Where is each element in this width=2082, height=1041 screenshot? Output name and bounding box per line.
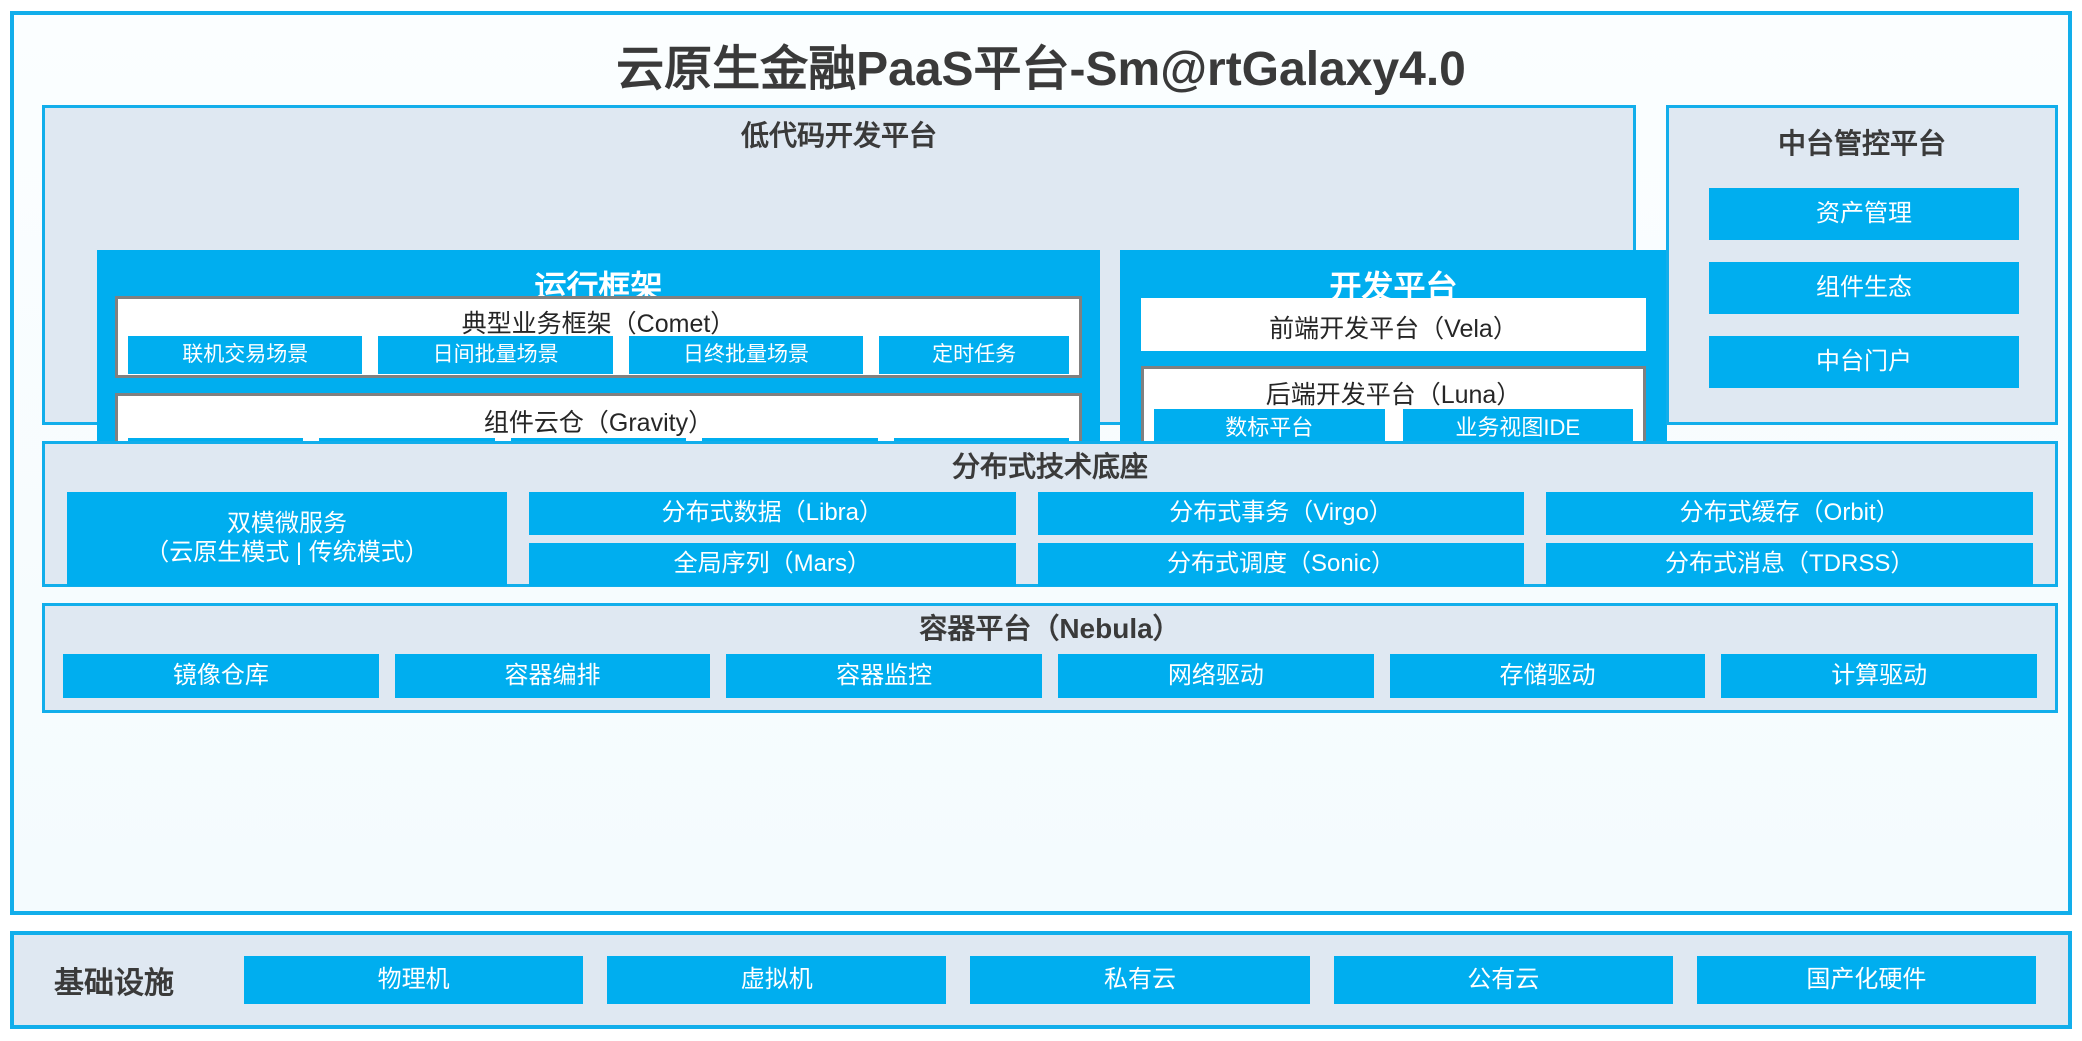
microservice-cell-wrapper: 双模微服务 （云原生模式 | 传统模式） — [67, 492, 507, 586]
infrastructure-item-2[interactable]: 私有云 — [970, 956, 1310, 1004]
comet-item-0[interactable]: 联机交易场景 — [128, 336, 363, 374]
dist-item-sonic[interactable]: 分布式调度（Sonic） — [1037, 543, 1525, 586]
distributed-base-column-2: 分布式缓存（Orbit） 分布式消息（TDRSS） — [1546, 492, 2034, 586]
gravity-title: 组件云仓（Gravity） — [483, 409, 714, 437]
mid-platform-panel: 中台管控平台 资产管理 组件生态 中台门户 — [1666, 105, 2058, 425]
luna-item-luna-web-line1: 数标平台 — [1225, 414, 1314, 440]
dist-item-orbit[interactable]: 分布式缓存（Orbit） — [1546, 492, 2034, 535]
distributed-base-content: 双模微服务 （云原生模式 | 传统模式） 分布式数据（Libra） 全局序列（M… — [67, 492, 2034, 586]
comet-item-3[interactable]: 定时任务 — [879, 336, 1069, 374]
container-platform-item-row: 镜像仓库 容器编排 容器监控 网络驱动 存储驱动 计算驱动 — [63, 654, 2038, 698]
mid-platform-item-stack: 资产管理 组件生态 中台门户 — [1709, 188, 2019, 388]
mid-platform-item-1[interactable]: 组件生态 — [1709, 262, 2019, 314]
microservice-line2: （云原生模式 | 传统模式） — [145, 539, 429, 566]
distributed-base-title: 分布式技术底座 — [951, 451, 1148, 482]
low-code-platform-panel: 低代码开发平台 运行框架 典型业务框架（Comet） 联机交易场景 日间批量场景… — [42, 105, 1667, 500]
comet-card: 典型业务框架（Comet） 联机交易场景 日间批量场景 日终批量场景 定时任务 — [115, 296, 1082, 378]
infrastructure-item-0[interactable]: 物理机 — [244, 956, 584, 1004]
infrastructure-label: 基础设施 — [54, 967, 174, 1000]
low-code-platform-title: 低代码开发平台 — [740, 120, 937, 151]
container-item-1[interactable]: 容器编排 — [394, 654, 711, 698]
container-item-5[interactable]: 计算驱动 — [1721, 654, 2038, 698]
container-item-0[interactable]: 镜像仓库 — [63, 654, 379, 698]
comet-item-1[interactable]: 日间批量场景 — [378, 336, 613, 374]
distributed-base-column-0: 分布式数据（Libra） 全局序列（Mars） — [529, 492, 1016, 586]
dist-item-virgo[interactable]: 分布式事务（Virgo） — [1037, 492, 1525, 535]
dist-item-mars[interactable]: 全局序列（Mars） — [529, 543, 1016, 586]
microservice-line1: 双模微服务 — [227, 510, 347, 538]
container-item-2[interactable]: 容器监控 — [726, 654, 1043, 698]
distributed-base-panel: 分布式技术底座 双模微服务 （云原生模式 | 传统模式） 分布式数据（Libra… — [42, 441, 2058, 587]
container-item-3[interactable]: 网络驱动 — [1058, 654, 1374, 698]
mid-platform-item-2[interactable]: 中台门户 — [1709, 336, 2019, 388]
vela-card[interactable]: 前端开发平台（Vela） — [1141, 298, 1646, 351]
mid-platform-title: 中台管控平台 — [1777, 128, 1946, 159]
container-platform-panel: 容器平台（Nebula） 镜像仓库 容器编排 容器监控 网络驱动 存储驱动 计算… — [42, 603, 2058, 713]
container-item-4[interactable]: 存储驱动 — [1389, 654, 1706, 698]
dist-item-libra[interactable]: 分布式数据（Libra） — [529, 492, 1016, 535]
infrastructure-item-4[interactable]: 国产化硬件 — [1696, 956, 2037, 1004]
comet-title: 典型业务框架（Comet） — [461, 310, 736, 338]
infrastructure-panel: 基础设施 物理机 虚拟机 私有云 公有云 国产化硬件 — [10, 931, 2072, 1029]
comet-item-2[interactable]: 日终批量场景 — [628, 336, 864, 374]
infrastructure-item-1[interactable]: 虚拟机 — [607, 956, 947, 1004]
page-title: 云原生金融PaaS平台-Sm@rtGalaxy4.0 — [616, 43, 1466, 96]
dist-item-tdrss[interactable]: 分布式消息（TDRSS） — [1546, 543, 2034, 586]
mid-platform-item-0[interactable]: 资产管理 — [1709, 188, 2019, 240]
comet-item-row: 联机交易场景 日间批量场景 日终批量场景 定时任务 — [128, 336, 1069, 374]
distributed-base-column-1: 分布式事务（Virgo） 分布式调度（Sonic） — [1037, 492, 1525, 586]
vela-title: 前端开发平台（Vela） — [1269, 315, 1518, 343]
luna-item-luna-robin-line1: 业务视图IDE — [1455, 414, 1581, 440]
main-frame: 云原生金融PaaS平台-Sm@rtGalaxy4.0 低代码开发平台 运行框架 … — [10, 11, 2072, 915]
microservice-cell[interactable]: 双模微服务 （云原生模式 | 传统模式） — [67, 492, 507, 586]
luna-title: 后端开发平台（Luna） — [1265, 381, 1522, 409]
infrastructure-item-3[interactable]: 公有云 — [1333, 956, 1673, 1004]
container-platform-title: 容器平台（Nebula） — [919, 613, 1181, 644]
infrastructure-item-row: 物理机 虚拟机 私有云 公有云 国产化硬件 — [244, 935, 2037, 1025]
